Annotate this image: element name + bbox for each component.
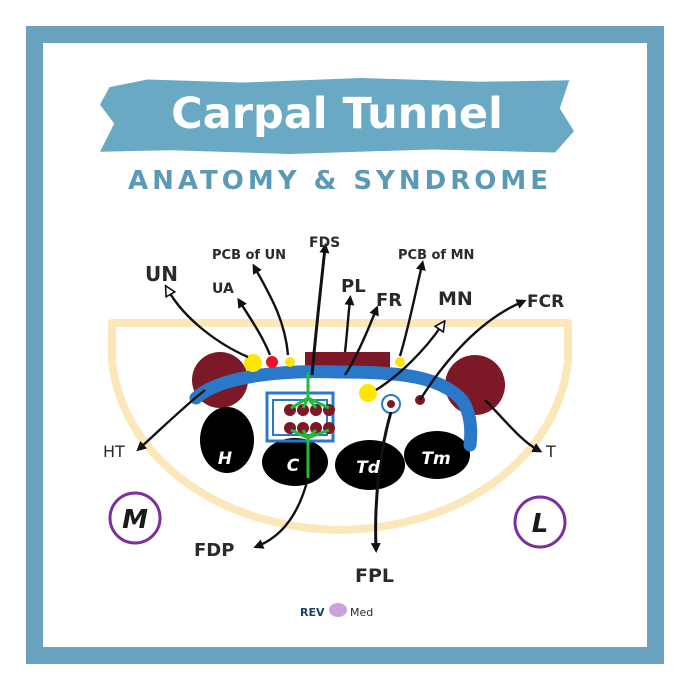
arrow-ua — [237, 297, 272, 356]
brand-rev: REV — [300, 606, 325, 619]
arrow-un — [168, 290, 249, 359]
median-nerve — [359, 384, 377, 402]
lateral-label: L — [532, 509, 549, 539]
page-title: Carpal Tunnel — [171, 89, 503, 139]
label-ua: UA — [212, 281, 234, 297]
bone-label-trapezium: Tm — [421, 449, 450, 469]
hamate-bone — [200, 407, 254, 473]
title-banner — [100, 78, 574, 154]
arrow-ht — [136, 389, 206, 452]
label-mn: MN — [438, 288, 473, 310]
label-fr: FR — [376, 290, 402, 311]
medial-circle — [108, 491, 162, 545]
label-fpl: FPL — [355, 565, 394, 587]
capitate-bone — [262, 438, 328, 486]
page-frame — [26, 26, 664, 664]
lateral-circle — [513, 495, 567, 549]
label-ht: HT — [103, 442, 125, 461]
arrow-pl — [343, 295, 355, 353]
label-pcb-un: PCB of UN — [212, 248, 286, 263]
palmar-cutaneous-branch-median-nerve — [395, 357, 405, 367]
flexor-digitorum-branches — [290, 372, 330, 478]
trapezium-bone — [404, 431, 470, 479]
arrow-t — [484, 399, 543, 453]
label-pl: PL — [341, 276, 366, 297]
arrow-fdp — [253, 477, 310, 549]
brand-med: Med — [350, 606, 374, 619]
leader-arrows — [136, 243, 543, 553]
footer-logo: REV Med — [290, 600, 390, 628]
wrist-outline — [108, 319, 572, 534]
arrow-fcr — [418, 299, 527, 401]
label-un: UN — [145, 262, 178, 286]
label-pcb-mn: PCB of MN — [398, 248, 474, 263]
label-t: T — [545, 442, 556, 461]
bone-label-capitate: C — [287, 456, 300, 476]
bone-label-trapezoid: Td — [356, 458, 381, 478]
medial-label: M — [122, 505, 148, 535]
fpl-tendon — [387, 400, 395, 408]
tendon-3 — [310, 404, 322, 416]
trapezoid-bone — [335, 440, 405, 490]
ulnar-artery — [266, 356, 278, 368]
flexor-retinaculum — [189, 365, 478, 452]
arrow-mn — [375, 325, 442, 392]
arrow-fds — [310, 243, 330, 376]
arrow-pcb-un — [252, 263, 290, 356]
ulnar-nerve — [244, 354, 262, 372]
page-subtitle: ANATOMY & SYNDROME — [128, 166, 552, 196]
label-fcr: FCR — [527, 292, 564, 312]
bone-label-hamate: H — [218, 449, 232, 469]
tendon-6 — [297, 422, 309, 434]
tendon-2 — [297, 404, 309, 416]
arrow-pcb-mn — [398, 260, 426, 357]
tendon-sheath-outer — [265, 391, 335, 443]
arrow-fpl — [370, 411, 393, 553]
brain-icon — [329, 603, 347, 617]
palmar-cutaneous-branch-ulnar-nerve — [285, 357, 295, 367]
arrow-fr — [344, 305, 379, 376]
label-fdp: FDP — [194, 540, 234, 561]
label-fds: FDS — [309, 235, 340, 251]
